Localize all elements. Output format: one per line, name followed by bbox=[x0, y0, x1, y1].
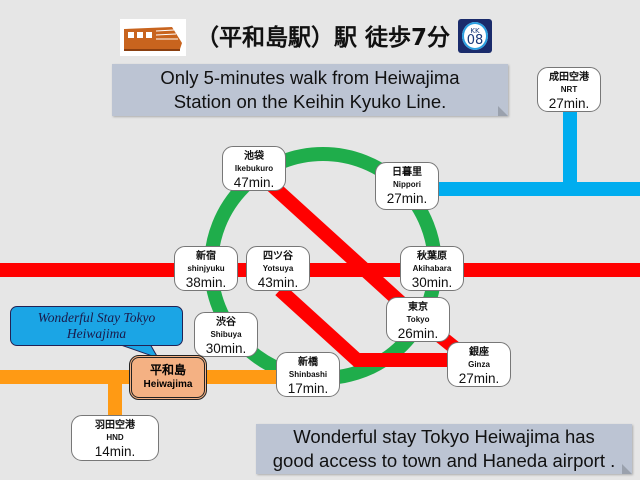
station-shinbashi: 新橋 Shinbashi 17min. bbox=[276, 352, 340, 397]
station-tokyo: 東京 Tokyo 26min. bbox=[386, 297, 450, 342]
station-jp-name: 平和島 bbox=[149, 363, 186, 377]
bubble-line2: Heiwajima bbox=[66, 326, 127, 341]
chuo-line bbox=[0, 263, 640, 277]
station-jp-name: 四ツ谷 bbox=[263, 251, 293, 262]
station-travel-time: 47min. bbox=[233, 175, 275, 190]
station-jp-name: 日暮里 bbox=[392, 167, 422, 178]
station-travel-time: 14min. bbox=[94, 444, 136, 459]
station-travel-time: 26min. bbox=[397, 326, 439, 341]
station-en-name: Ikebukuro bbox=[234, 164, 274, 173]
station-travel-time: 27min. bbox=[386, 191, 428, 206]
station-travel-time: 17min. bbox=[287, 381, 329, 396]
station-yotsuya: 四ツ谷 Yotsuya 43min. bbox=[246, 246, 310, 291]
station-jp-name: 渋谷 bbox=[216, 317, 236, 328]
station-en-name: Shibuya bbox=[210, 330, 242, 339]
page-title: （平和島駅）駅 徒歩7分 bbox=[196, 25, 451, 51]
walk-info-line1: Only 5-minutes walk from Heiwajima bbox=[160, 67, 460, 88]
station-travel-time: 27min. bbox=[458, 371, 500, 386]
station-en-name: NRT bbox=[560, 85, 578, 94]
station-travel-time: 30min. bbox=[205, 341, 247, 356]
station-shinjyuku: 新宿 shinjyuku 38min. bbox=[174, 246, 238, 291]
station-haneda-airport: 羽田空港 HND 14min. bbox=[71, 415, 159, 461]
station-jp-name: 羽田空港 bbox=[95, 420, 135, 431]
station-en-name: Tokyo bbox=[406, 315, 430, 324]
station-jp-name: 新宿 bbox=[196, 251, 216, 262]
station-jp-name: 秋葉原 bbox=[417, 251, 447, 262]
ginza-line bbox=[275, 284, 470, 367]
haneda-branch-line bbox=[108, 377, 122, 417]
access-info-callout: Wonderful stay Tokyo Heiwajima has good … bbox=[256, 424, 632, 474]
access-info-line2: good access to town and Haneda airport . bbox=[272, 450, 616, 471]
station-travel-time: 27min. bbox=[548, 96, 590, 111]
station-en-name: Heiwajima bbox=[143, 379, 193, 390]
station-ikebukuro: 池袋 Ikebukuro 47min. bbox=[222, 146, 286, 191]
station-number-badge: KK 08 bbox=[458, 19, 492, 53]
narita-branch-line bbox=[563, 110, 577, 190]
access-info-line1: Wonderful stay Tokyo Heiwajima has bbox=[293, 426, 595, 447]
station-jp-name: 東京 bbox=[408, 302, 428, 313]
station-en-name: Nippori bbox=[393, 180, 421, 189]
folded-corner bbox=[498, 106, 508, 116]
hotel-speech-bubble: Wonderful Stay Tokyo Heiwajima bbox=[10, 306, 183, 346]
station-jp-name: 池袋 bbox=[244, 151, 264, 162]
station-en-name: Yotsuya bbox=[262, 264, 294, 273]
station-shibuya: 渋谷 Shibuya 30min. bbox=[194, 312, 258, 357]
walk-info-callout: Only 5-minutes walk from Heiwajima Stati… bbox=[112, 64, 508, 116]
station-en-name: Shinbashi bbox=[288, 370, 328, 379]
station-jp-name: 新橋 bbox=[298, 357, 318, 368]
narita-line bbox=[400, 182, 640, 196]
station-en-name: HND bbox=[106, 433, 124, 442]
station-en-name: Akihabara bbox=[412, 264, 452, 273]
station-nippori: 日暮里 Nippori 27min. bbox=[375, 162, 439, 210]
folded-corner bbox=[622, 464, 632, 474]
station-jp-name: 銀座 bbox=[469, 347, 489, 358]
station-travel-time: 38min. bbox=[185, 275, 227, 290]
station-en-name: shinjyuku bbox=[187, 264, 225, 273]
train-icon bbox=[120, 19, 186, 56]
station-ginza: 銀座 Ginza 27min. bbox=[447, 342, 511, 387]
station-travel-time: 30min. bbox=[411, 275, 453, 290]
station-en-name: Ginza bbox=[468, 360, 490, 369]
station-number: 08 bbox=[466, 33, 484, 48]
line-code: KK bbox=[470, 27, 480, 35]
station-heiwajima: 平和島 Heiwajima bbox=[129, 355, 207, 400]
station-narita-airport: 成田空港 NRT 27min. bbox=[537, 67, 601, 112]
station-jp-name: 成田空港 bbox=[549, 72, 589, 83]
bubble-line1: Wonderful Stay Tokyo bbox=[37, 310, 156, 325]
station-akihabara: 秋葉原 Akihabara 30min. bbox=[400, 246, 464, 291]
walk-info-line2: Station on the Keihin Kyuko Line. bbox=[173, 91, 447, 112]
station-travel-time: 43min. bbox=[257, 275, 299, 290]
